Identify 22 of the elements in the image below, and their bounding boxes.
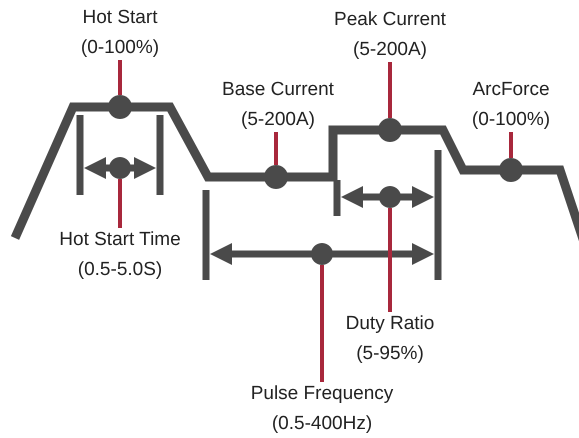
parameter-name: ArcForce bbox=[472, 78, 550, 102]
parameter-range: (0.5-400Hz) bbox=[272, 412, 372, 436]
leader-line bbox=[274, 132, 278, 165]
leader-line bbox=[509, 132, 513, 158]
parameter-name: Duty Ratio bbox=[346, 312, 434, 336]
parameter-range: (5-200A) bbox=[241, 108, 315, 132]
parameter-range: (0-100%) bbox=[472, 108, 550, 132]
parameter-range: (5-200A) bbox=[353, 38, 427, 62]
parameter-name: Base Current bbox=[222, 78, 334, 102]
leader-line bbox=[320, 265, 324, 382]
parameter-name: Hot Start Time bbox=[59, 228, 181, 252]
parameter-range: (5-95%) bbox=[356, 342, 424, 366]
leader-line bbox=[388, 208, 392, 312]
marker-dot bbox=[109, 157, 131, 179]
leader-line bbox=[118, 60, 122, 95]
parameter-range: (0-100%) bbox=[80, 36, 160, 60]
parameter-name: Peak Current bbox=[334, 8, 446, 32]
leader-line bbox=[118, 179, 122, 228]
parameter-name: Hot Start bbox=[82, 6, 158, 30]
leader-line bbox=[388, 62, 392, 118]
parameter-range: (0.5-5.0S) bbox=[78, 258, 162, 282]
parameter-name: Pulse Frequency bbox=[250, 382, 394, 406]
